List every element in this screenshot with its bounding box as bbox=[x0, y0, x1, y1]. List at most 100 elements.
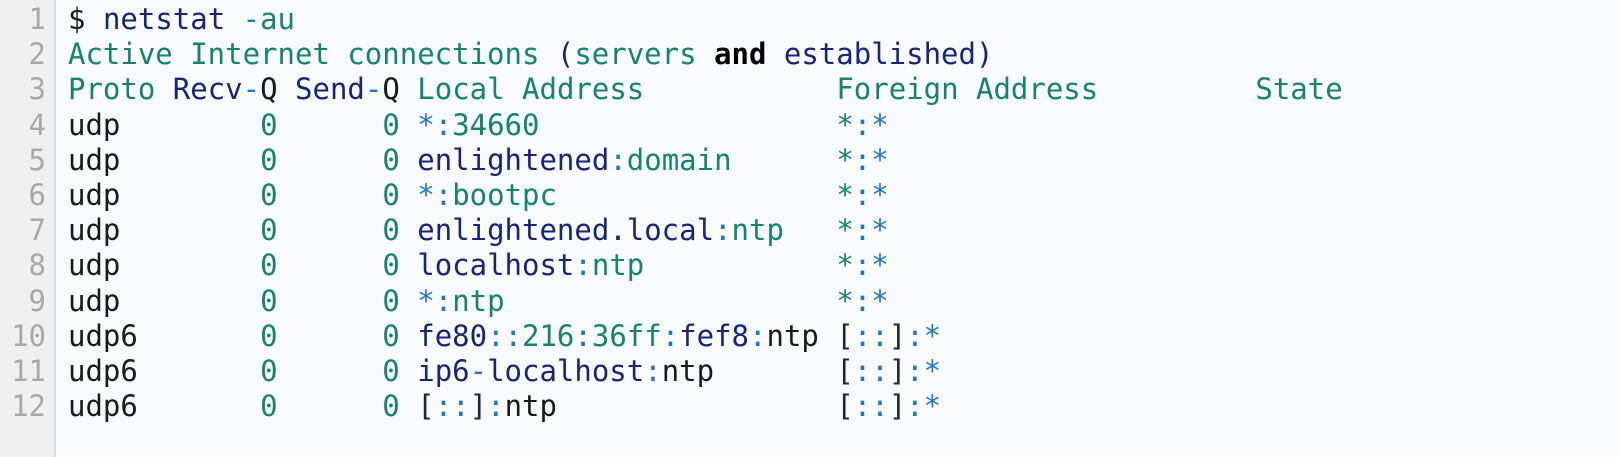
code-token bbox=[732, 143, 837, 177]
code-line[interactable]: udp 0 0 enlightened.local:ntp *:* bbox=[68, 213, 1619, 248]
code-token bbox=[138, 354, 260, 388]
code-line[interactable]: $ netstat -au bbox=[68, 2, 1619, 37]
code-token: udp bbox=[68, 142, 121, 177]
code-token: netstat bbox=[102, 2, 226, 36]
code-token: ntp bbox=[731, 213, 784, 248]
code-line[interactable]: udp 0 0 enlightened:domain *:* bbox=[68, 143, 1619, 178]
code-token: Send bbox=[295, 72, 365, 107]
code-token: 0 bbox=[382, 283, 400, 318]
code-token bbox=[278, 248, 383, 282]
code-token: :: bbox=[487, 318, 522, 353]
code-token bbox=[766, 37, 783, 71]
code-token: au bbox=[260, 2, 296, 36]
code-line[interactable]: Active Internet connections (servers and… bbox=[68, 37, 1619, 72]
code-token: servers bbox=[574, 37, 697, 72]
code-token: domain bbox=[626, 142, 732, 177]
code-token: udp bbox=[68, 283, 121, 318]
code-token: : bbox=[609, 142, 627, 177]
code-token: 0 bbox=[260, 318, 278, 353]
code-token: * bbox=[836, 177, 854, 212]
code-token: ntp bbox=[591, 248, 645, 283]
code-token bbox=[400, 248, 417, 282]
code-token bbox=[85, 2, 102, 36]
code-token: 0 bbox=[382, 107, 400, 142]
code-token: udp6 bbox=[68, 389, 138, 424]
code-token: 216 bbox=[522, 318, 575, 353]
code-token: 0 bbox=[382, 248, 400, 283]
line-number: 1 bbox=[28, 2, 46, 36]
line-number: 11 bbox=[11, 353, 46, 388]
line-number: 4 bbox=[28, 107, 46, 142]
code-token bbox=[278, 213, 383, 247]
code-token: fef8 bbox=[679, 318, 750, 353]
code-token bbox=[138, 389, 260, 423]
code-token: ] bbox=[888, 353, 907, 388]
code-token: Local Address bbox=[417, 72, 645, 107]
code-token: ] bbox=[888, 318, 907, 353]
code-token: : bbox=[574, 318, 592, 353]
code-token bbox=[644, 248, 836, 282]
code-token bbox=[120, 213, 260, 247]
code-token: Active Internet connections bbox=[68, 37, 557, 72]
code-line[interactable]: udp 0 0 *:ntp *:* bbox=[68, 284, 1619, 319]
code-token: State bbox=[1255, 72, 1343, 107]
code-token: udp6 bbox=[68, 353, 138, 388]
code-token: and bbox=[714, 37, 767, 72]
code-token: 0 bbox=[382, 177, 400, 212]
code-token: Q bbox=[382, 72, 400, 107]
code-token: ] bbox=[469, 389, 488, 424]
code-token bbox=[278, 143, 383, 177]
code-token: udp6 bbox=[68, 318, 138, 353]
code-token: * bbox=[417, 283, 435, 318]
code-token: * bbox=[836, 142, 854, 177]
code-token bbox=[138, 319, 260, 353]
code-token: : bbox=[749, 318, 767, 353]
line-number: 6 bbox=[28, 177, 46, 212]
code-token: established bbox=[783, 37, 976, 72]
code-line[interactable]: udp 0 0 *:bootpc *:* bbox=[68, 178, 1619, 213]
line-number: 3 bbox=[28, 72, 46, 107]
code-token: localhost bbox=[417, 248, 575, 283]
code-token: Q bbox=[260, 72, 278, 107]
code-token: * bbox=[836, 213, 854, 248]
code-token: enlightened.local bbox=[417, 213, 715, 248]
code-token: [ bbox=[836, 353, 854, 388]
code-token bbox=[540, 108, 837, 142]
code-line[interactable]: udp 0 0 *:34660 *:* bbox=[68, 108, 1619, 143]
code-token bbox=[400, 72, 417, 106]
code-line[interactable]: Proto Recv-Q Send-Q Local Address Foreig… bbox=[68, 72, 1619, 107]
code-token: - bbox=[242, 72, 261, 107]
code-token: * bbox=[836, 283, 854, 318]
code-token: 0 bbox=[260, 353, 278, 388]
code-token: : bbox=[661, 318, 680, 353]
code-token: : bbox=[434, 283, 453, 318]
code-line[interactable]: udp6 0 0 ip6-localhost:ntp [::]:* bbox=[68, 354, 1619, 389]
code-token: - bbox=[364, 72, 383, 107]
line-number: 12 bbox=[11, 389, 46, 424]
code-token: 0 bbox=[260, 389, 278, 424]
code-token: : bbox=[574, 248, 592, 283]
code-token bbox=[819, 319, 836, 353]
code-token: * bbox=[836, 107, 854, 142]
code-token: Recv bbox=[172, 72, 243, 107]
code-token: - bbox=[242, 2, 261, 36]
code-token bbox=[714, 354, 836, 388]
code-token: enlightened bbox=[417, 142, 610, 177]
code-token bbox=[557, 389, 836, 423]
code-token: 0 bbox=[382, 142, 400, 177]
code-token: [ bbox=[836, 318, 854, 353]
code-token bbox=[120, 178, 260, 212]
code-token: * bbox=[417, 177, 435, 212]
code-line[interactable]: udp 0 0 localhost:ntp *:* bbox=[68, 248, 1619, 283]
line-number: 10 bbox=[11, 318, 46, 353]
code-token: 0 bbox=[260, 283, 278, 318]
code-token: ntp bbox=[504, 389, 557, 424]
code-line[interactable]: udp6 0 0 fe80::216:36ff:fef8:ntp [::]:* bbox=[68, 319, 1619, 354]
code-token: ] bbox=[888, 389, 907, 424]
code-token: 0 bbox=[260, 177, 278, 212]
code-token: * bbox=[871, 248, 889, 283]
code-line[interactable]: udp6 0 0 [::]:ntp [::]:* bbox=[68, 389, 1619, 424]
code-token: * bbox=[871, 177, 889, 212]
